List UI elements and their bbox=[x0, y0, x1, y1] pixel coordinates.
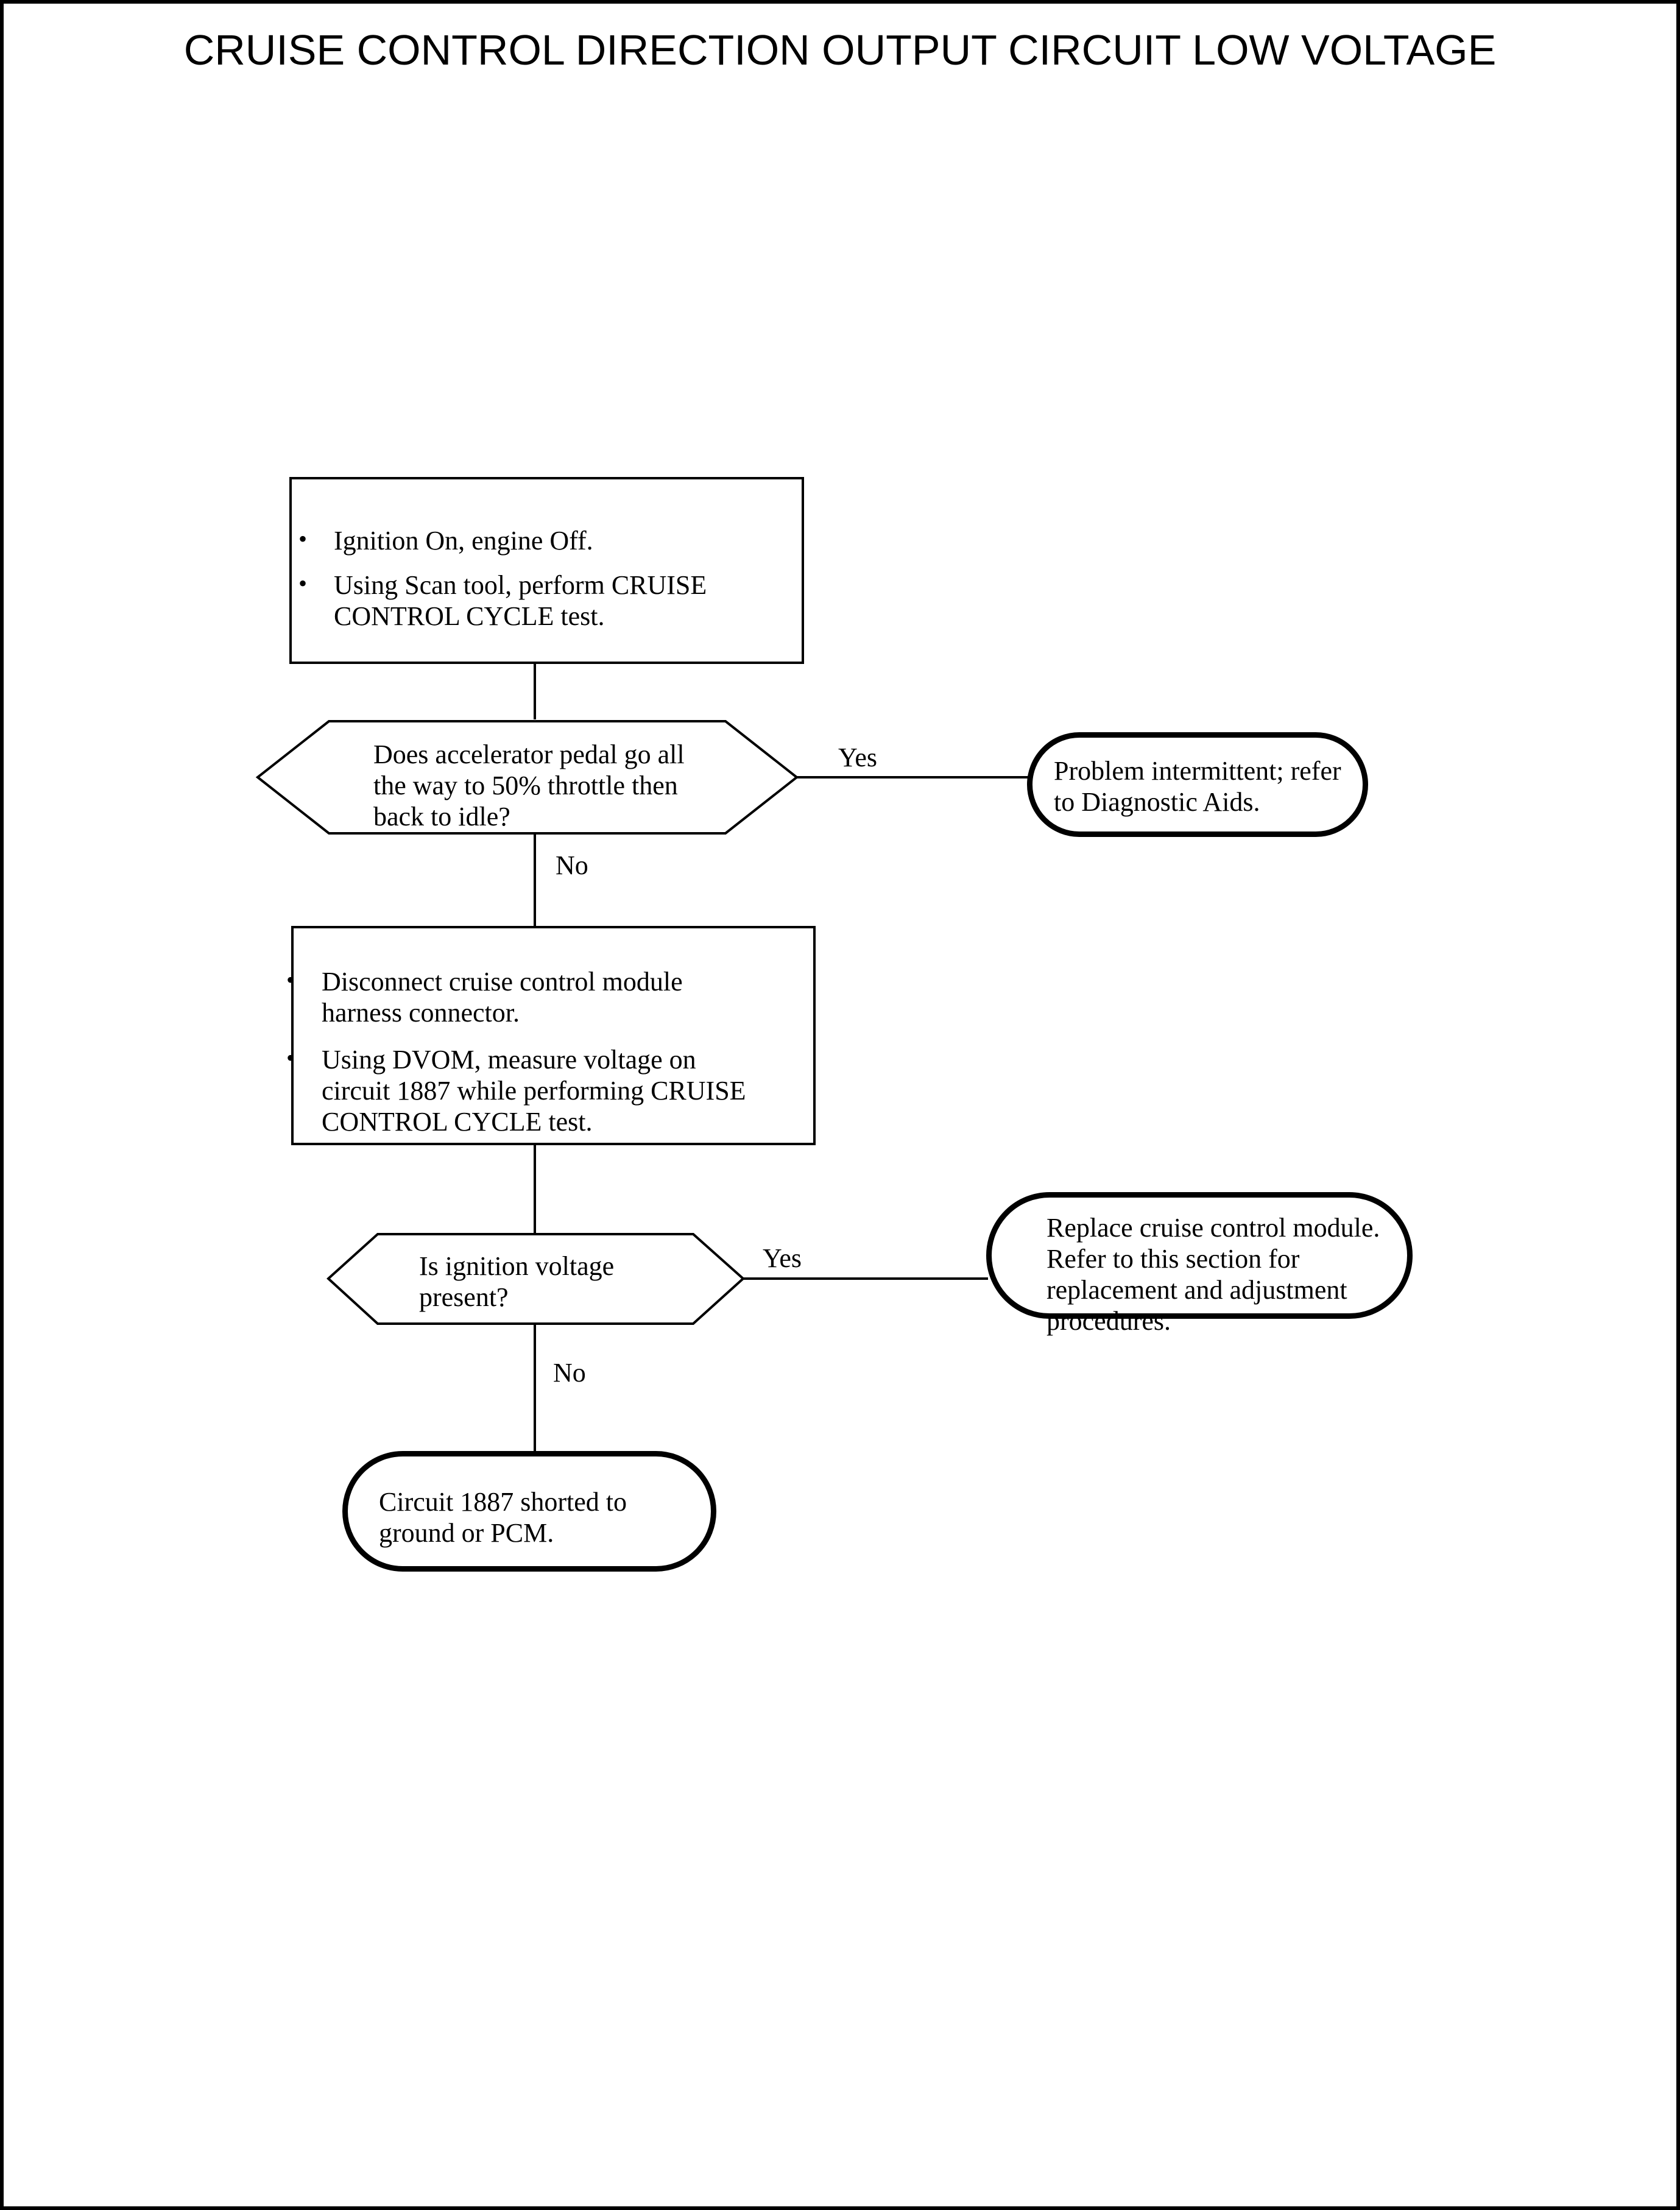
terminator-result1-label: Problem intermittent; refer to Diagnosti… bbox=[1054, 756, 1341, 817]
connector-step2-to-decision2 bbox=[534, 1145, 536, 1233]
bullet-icon: • bbox=[298, 525, 308, 552]
process-box-step1 bbox=[289, 477, 804, 664]
list-item: • Disconnect cruise control module harne… bbox=[286, 966, 683, 1028]
terminator-result2-label: Replace cruise control module. Refer to … bbox=[1046, 1213, 1380, 1336]
process-box-step2 bbox=[291, 926, 816, 1145]
decision-hexagon-1-label: Does accelerator pedal go all the way to… bbox=[373, 740, 685, 832]
process-box-step1-content: • Ignition On, engine Off. • Using Scan … bbox=[298, 525, 725, 632]
bullet-icon: • bbox=[286, 966, 295, 994]
decision-hexagon-2-label: Is ignition voltage present? bbox=[419, 1251, 615, 1313]
terminator-result1 bbox=[1027, 732, 1368, 837]
connector-decision1-yes bbox=[797, 776, 1028, 778]
bullet-icon: • bbox=[286, 1044, 295, 1072]
terminator-result3-label: Circuit 1887 shorted to ground or PCM. bbox=[379, 1487, 627, 1548]
page-title: CRUISE CONTROL DIRECTION OUTPUT CIRCUIT … bbox=[183, 26, 1497, 74]
edge-label-yes-2: Yes bbox=[763, 1243, 802, 1273]
list-item: • Using DVOM, measure voltage on circuit… bbox=[286, 1044, 746, 1137]
edge-label-no-1: No bbox=[556, 850, 588, 880]
list-item: • Ignition On, engine Off. bbox=[298, 525, 593, 556]
connector-decision2-no bbox=[534, 1324, 536, 1452]
connector-step1-to-decision1 bbox=[534, 664, 536, 719]
edge-label-yes-1: Yes bbox=[838, 743, 878, 772]
bullet-icon: • bbox=[298, 570, 308, 598]
edge-label-no-2: No bbox=[553, 1358, 586, 1388]
process-box-step2-content: • Disconnect cruise control module harne… bbox=[286, 966, 749, 1137]
terminator-result2 bbox=[986, 1192, 1413, 1319]
terminator-result3 bbox=[342, 1451, 716, 1572]
connector-decision1-no bbox=[534, 834, 536, 927]
list-item: • Using Scan tool, perform CRUISE CONTRO… bbox=[298, 570, 707, 632]
connector-decision2-yes bbox=[743, 1277, 988, 1280]
